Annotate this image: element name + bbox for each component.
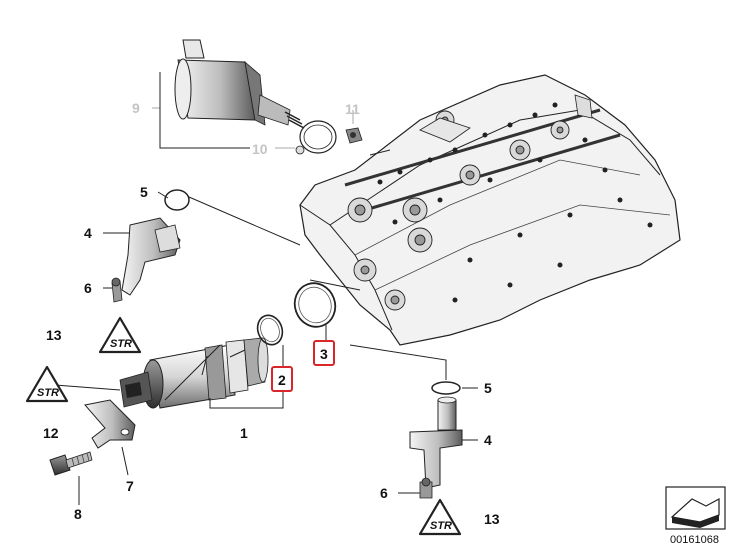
callout-8[interactable]: 8 <box>74 506 82 522</box>
triangle-text-13a: STR <box>110 338 132 350</box>
upper-sensor <box>111 189 190 303</box>
callout-7[interactable]: 7 <box>126 478 134 494</box>
solenoid-valve <box>119 337 269 409</box>
callout-11[interactable]: 11 <box>345 101 360 117</box>
cylinder-head <box>299 74 681 346</box>
callout-5-upper[interactable]: 5 <box>140 184 148 200</box>
bolt <box>49 451 93 476</box>
o-ring-3 <box>293 282 337 328</box>
callout-4-upper[interactable]: 4 <box>84 225 92 241</box>
callout-5-lower[interactable]: 5 <box>484 380 492 396</box>
callout-10[interactable]: 10 <box>252 141 268 157</box>
lower-sensor <box>409 381 463 499</box>
callout-6-upper[interactable]: 6 <box>84 280 92 296</box>
callout-3[interactable]: 3 <box>320 346 328 362</box>
callout-12[interactable]: 12 <box>43 425 59 441</box>
triangle-text-12: STR <box>37 387 59 399</box>
highlight-box-2 <box>271 366 293 392</box>
callout-2[interactable]: 2 <box>278 372 286 388</box>
callout-1[interactable]: 1 <box>240 425 248 441</box>
warning-triangle-icon: STR <box>98 316 142 354</box>
warning-triangle-icon: STR <box>418 498 462 536</box>
callout-9[interactable]: 9 <box>132 100 140 116</box>
warning-triangle-icon: STR <box>25 365 69 403</box>
callout-4-lower[interactable]: 4 <box>484 432 492 448</box>
callout-13-upper[interactable]: 13 <box>46 327 62 343</box>
callout-13-lower[interactable]: 13 <box>484 511 500 527</box>
o-ring-2 <box>256 314 284 346</box>
bracket <box>84 399 136 449</box>
triangle-text-13b: STR <box>430 520 452 532</box>
reference-number: 00161068 <box>670 534 719 546</box>
highlight-box-3 <box>313 340 335 366</box>
callout-6-lower[interactable]: 6 <box>380 485 388 501</box>
vanos-solenoid-group <box>174 39 363 155</box>
leader-lines <box>54 72 478 505</box>
arrow-stamp-icon <box>665 486 726 530</box>
